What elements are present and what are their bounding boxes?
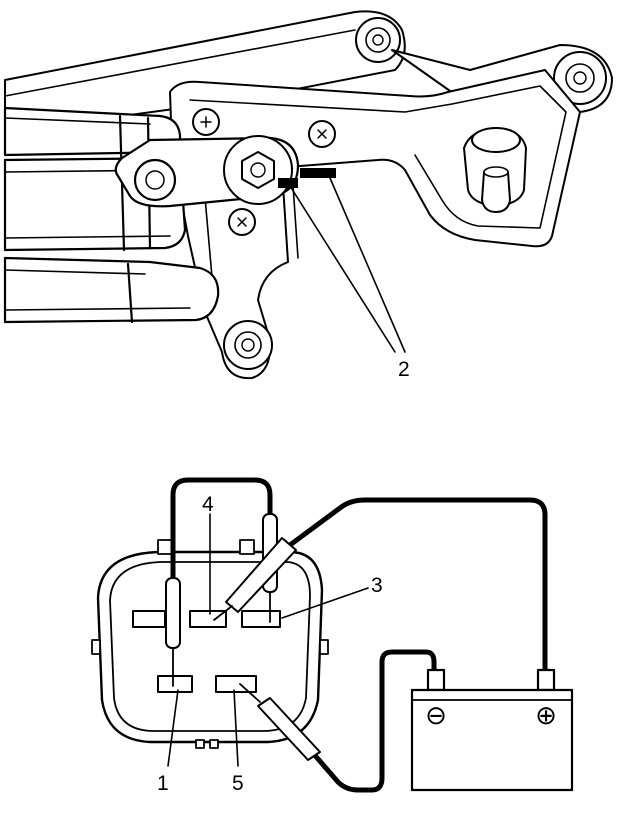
probe-terminal-4 xyxy=(213,537,297,621)
callout-2-leader-a xyxy=(289,185,396,353)
terminal-1-leader xyxy=(167,689,179,767)
connector-housing-inner xyxy=(109,561,311,732)
crank-nut xyxy=(223,135,293,205)
crank-ball-joint xyxy=(133,158,177,202)
positive-lead-wire xyxy=(287,497,548,675)
right-pivot-bushing xyxy=(553,51,607,105)
upper-link-arm-edge xyxy=(4,29,356,97)
connector-side-tab-right xyxy=(319,639,329,655)
upper-link-arm xyxy=(4,10,406,133)
mounting-bolt-3 xyxy=(228,208,256,236)
wiper-pivot-shaft xyxy=(463,127,527,213)
terminal-5-leader xyxy=(233,689,239,767)
mounting-bolt-2 xyxy=(308,120,336,148)
probe-terminal-1 xyxy=(165,577,181,687)
terminal-3-label: 3 xyxy=(371,574,383,597)
connector-side-tab-left xyxy=(91,639,101,655)
terminal-4-label: 4 xyxy=(202,493,214,516)
terminal-slot-top-left xyxy=(132,610,166,628)
connector-top-tab-left xyxy=(157,539,173,555)
wiper-linkage-illustration: 2 xyxy=(3,10,613,381)
terminal-slot-4 xyxy=(189,610,227,628)
battery: ⊖ ⊕ xyxy=(410,668,574,792)
terminal-1-label: 1 xyxy=(157,772,169,795)
terminal-slot-3 xyxy=(241,610,281,628)
alignment-mark-upper xyxy=(300,168,336,178)
bracket-inner-rim xyxy=(189,85,567,229)
probe-terminal-5 xyxy=(239,683,321,761)
callout-2-leader-b xyxy=(329,177,406,353)
mounting-bolt-1 xyxy=(192,108,220,136)
jumper-wire xyxy=(170,477,273,583)
connector-bottom-tab-2 xyxy=(209,739,219,749)
terminal-slot-5 xyxy=(215,675,257,693)
upper-pivot-bushing xyxy=(355,17,401,63)
connector-top-tab-right xyxy=(239,539,255,555)
connector-bottom-tab-1 xyxy=(195,739,205,749)
lower-pivot-bushing xyxy=(223,320,273,370)
callout-2-label: 2 xyxy=(398,358,410,381)
battery-negative-symbol: ⊖ xyxy=(425,701,447,731)
battery-positive-symbol: ⊕ xyxy=(535,701,557,731)
terminal-5-label: 5 xyxy=(232,772,244,795)
alignment-mark-lower xyxy=(278,178,298,188)
terminal-3-leader xyxy=(281,587,369,619)
connector-housing xyxy=(96,550,324,744)
connector-test-illustration: ⊖ ⊕ 4 3 1 5 xyxy=(91,477,574,795)
negative-lead-wire xyxy=(309,649,437,793)
terminal-slot-1 xyxy=(157,675,193,693)
